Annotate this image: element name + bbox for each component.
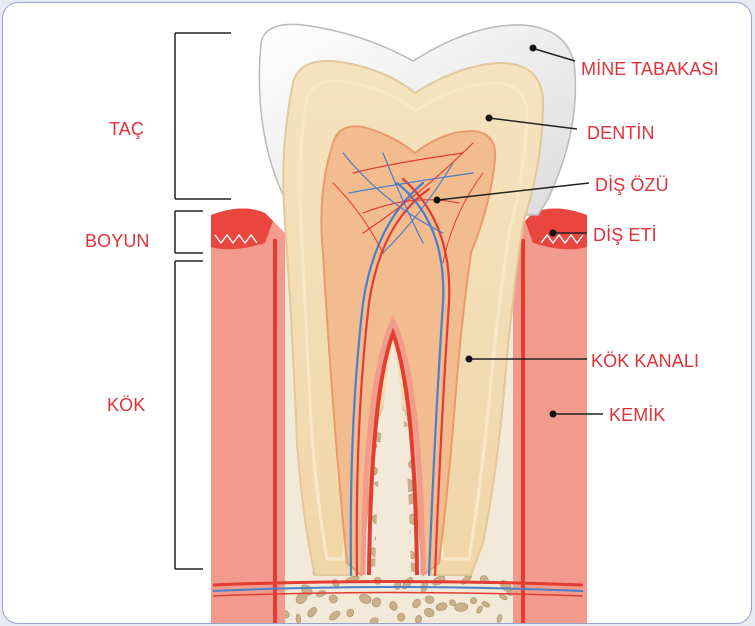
bone-spot bbox=[202, 575, 210, 581]
bone-label: KEMİK bbox=[609, 405, 666, 425]
root-label: KÖK bbox=[107, 395, 145, 415]
gum-label: DİŞ ETİ bbox=[593, 225, 657, 245]
crown-label: TAÇ bbox=[109, 119, 144, 139]
bone-spot bbox=[397, 613, 405, 621]
root-canal-label: KÖK KANALI bbox=[591, 351, 699, 371]
neck-label: BOYUN bbox=[85, 231, 150, 251]
tooth-illustration bbox=[3, 3, 751, 623]
dentin-label: DENTİN bbox=[587, 123, 655, 143]
enamel-label: MİNE TABAKASI bbox=[581, 59, 719, 79]
pulp-label: DİŞ ÖZÜ bbox=[595, 175, 669, 195]
